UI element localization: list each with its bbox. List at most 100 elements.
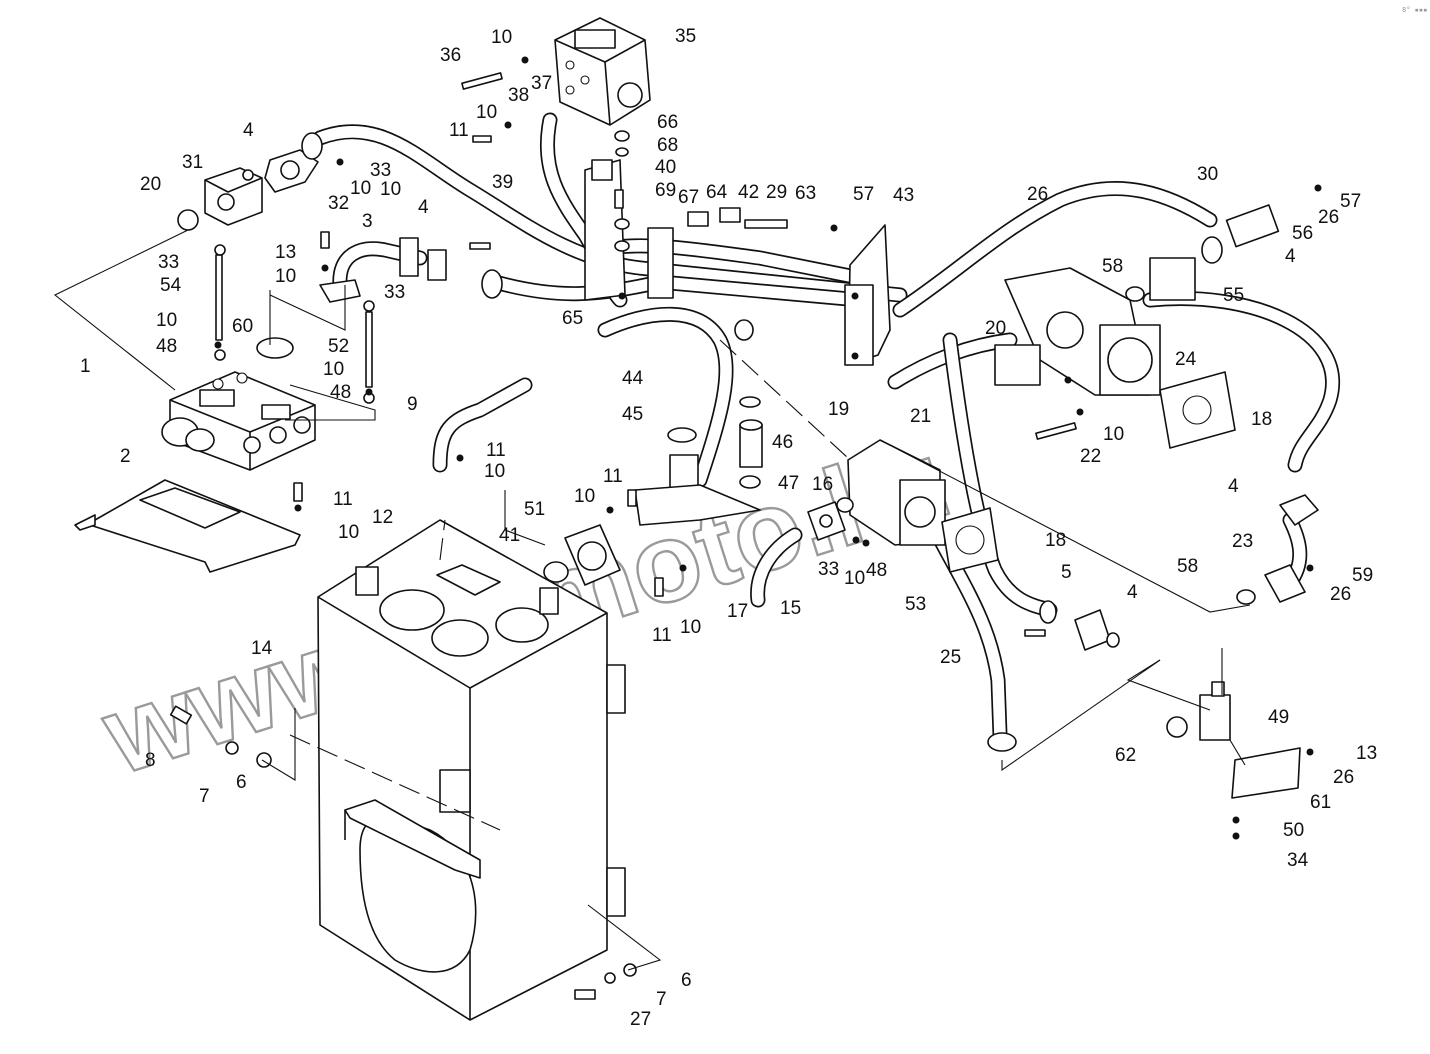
flange-15 bbox=[807, 501, 846, 541]
rod-54 bbox=[215, 254, 223, 341]
bracket-2 bbox=[74, 479, 301, 573]
callout-38: 38 bbox=[508, 85, 529, 106]
callout-53: 53 bbox=[905, 594, 926, 615]
callout-26: 26 bbox=[1027, 184, 1048, 205]
callout-42: 42 bbox=[738, 182, 759, 203]
callout-20: 20 bbox=[140, 174, 161, 195]
callout-48: 48 bbox=[866, 560, 887, 581]
callout-14: 14 bbox=[251, 638, 273, 659]
callout-4: 4 bbox=[1285, 246, 1296, 267]
leader-lines bbox=[53, 229, 1251, 971]
callout-24: 24 bbox=[1175, 349, 1197, 370]
callout-31: 31 bbox=[182, 152, 203, 173]
callout-17: 17 bbox=[727, 601, 748, 622]
hose-end-25 bbox=[987, 732, 1017, 752]
fitting-56 bbox=[1201, 204, 1280, 264]
callout-23: 23 bbox=[1232, 531, 1253, 552]
callout-4: 4 bbox=[1228, 476, 1239, 497]
callout-13: 13 bbox=[1356, 743, 1377, 764]
corner-mark: 8° ▪▪▪ bbox=[1402, 6, 1427, 14]
callout-10: 10 bbox=[574, 486, 595, 507]
callout-20: 20 bbox=[985, 318, 1006, 339]
callout-57: 57 bbox=[1340, 191, 1361, 212]
callout-43: 43 bbox=[893, 185, 914, 206]
callout-10: 10 bbox=[350, 178, 371, 199]
hose-end-5 bbox=[1039, 600, 1057, 624]
flange-4-right bbox=[1264, 494, 1319, 603]
callout-26: 26 bbox=[1318, 207, 1339, 228]
callout-51: 51 bbox=[524, 499, 545, 520]
hydraulic-tank-14 bbox=[317, 519, 626, 1021]
callout-22: 22 bbox=[1080, 446, 1101, 467]
callout-10: 10 bbox=[844, 568, 865, 589]
callout-66: 66 bbox=[657, 112, 678, 133]
callout-32: 32 bbox=[328, 193, 349, 214]
callout-65: 65 bbox=[562, 308, 583, 329]
callout-8: 8 bbox=[145, 750, 156, 771]
callout-56: 56 bbox=[1292, 223, 1313, 244]
callout-64: 64 bbox=[706, 182, 728, 203]
callout-48: 48 bbox=[330, 382, 351, 403]
callout-4: 4 bbox=[1127, 582, 1138, 603]
bracket-61 bbox=[1231, 747, 1301, 799]
callout-54: 54 bbox=[160, 275, 182, 296]
o-ring-lower bbox=[1106, 632, 1120, 648]
callout-21: 21 bbox=[910, 406, 931, 427]
rod-52 bbox=[365, 311, 373, 388]
block-42 bbox=[719, 207, 741, 223]
callout-6: 6 bbox=[681, 970, 692, 991]
callout-6: 6 bbox=[236, 772, 247, 793]
callout-4: 4 bbox=[418, 197, 429, 218]
valve-block-1 bbox=[161, 371, 316, 471]
block-64 bbox=[687, 211, 709, 227]
block-20 bbox=[994, 344, 1041, 386]
block-55 bbox=[1149, 257, 1196, 301]
callout-labels: 1 2 3 4 4 4 4 4 5 6 6 7 7 8 9 10 10 10 1… bbox=[80, 26, 1377, 1030]
callout-10: 10 bbox=[323, 359, 344, 380]
callout-44: 44 bbox=[622, 368, 644, 389]
callout-68: 68 bbox=[657, 135, 678, 156]
callout-4: 4 bbox=[243, 120, 254, 141]
nut-62 bbox=[1166, 716, 1188, 738]
o-ring-20-left bbox=[177, 209, 199, 231]
callout-25: 25 bbox=[940, 647, 961, 668]
callout-27: 27 bbox=[630, 1009, 651, 1030]
callout-11: 11 bbox=[603, 466, 623, 487]
callout-15: 15 bbox=[780, 598, 801, 619]
callout-10: 10 bbox=[1103, 424, 1124, 445]
callout-33: 33 bbox=[370, 160, 391, 181]
pump-24 bbox=[1004, 267, 1161, 396]
callout-33: 33 bbox=[158, 252, 179, 273]
callout-16: 16 bbox=[812, 474, 833, 495]
callout-49: 49 bbox=[1268, 707, 1289, 728]
o-ring-16 bbox=[836, 497, 854, 513]
fasteners-bottom bbox=[574, 963, 637, 1000]
callout-55: 55 bbox=[1223, 285, 1244, 306]
o-ring-45 bbox=[667, 427, 697, 443]
tee-fitting bbox=[634, 454, 761, 526]
callout-67: 67 bbox=[678, 187, 699, 208]
flange-4-middle bbox=[399, 237, 503, 299]
callout-2: 2 bbox=[120, 446, 131, 467]
callout-5: 5 bbox=[1061, 562, 1072, 583]
callout-19: 19 bbox=[828, 399, 849, 420]
callout-12: 12 bbox=[372, 507, 393, 528]
fitting-31 bbox=[204, 167, 263, 226]
small-hardware bbox=[214, 56, 1322, 840]
callout-61: 61 bbox=[1310, 792, 1331, 813]
callout-10: 10 bbox=[491, 27, 512, 48]
flange-51 bbox=[564, 524, 621, 586]
control-valve-35 bbox=[554, 17, 651, 126]
callout-35: 35 bbox=[675, 26, 696, 47]
callout-52: 52 bbox=[328, 336, 349, 357]
callout-11: 11 bbox=[449, 120, 469, 141]
callout-63: 63 bbox=[795, 183, 816, 204]
callout-48: 48 bbox=[156, 336, 177, 357]
callout-36: 36 bbox=[440, 45, 461, 66]
flange-4-top-left bbox=[264, 132, 323, 193]
o-ring-58-top bbox=[1125, 286, 1145, 302]
elbow-3-base bbox=[319, 279, 361, 303]
callout-57: 57 bbox=[853, 184, 874, 205]
fasteners-left bbox=[169, 705, 272, 768]
callout-10: 10 bbox=[275, 266, 296, 287]
